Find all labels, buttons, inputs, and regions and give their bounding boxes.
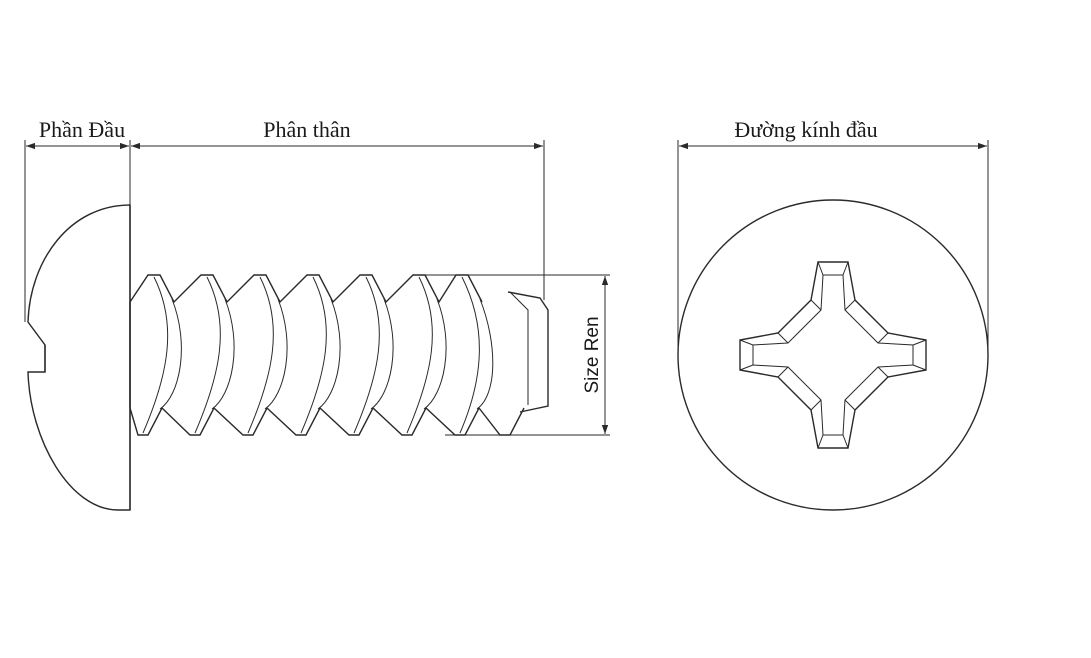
label-head-diameter: Đường kính đầu	[734, 117, 877, 142]
phillips-recess	[739, 261, 927, 449]
dimension-body-length: Phân thân	[131, 117, 545, 300]
dimension-head-length: Phần Đầu	[24, 117, 131, 322]
label-head: Phần Đầu	[39, 117, 125, 142]
screw-shank-side	[129, 274, 549, 436]
label-thread-size: Size Ren	[582, 316, 603, 393]
screw-head-top	[677, 199, 989, 511]
label-body: Phân thân	[263, 117, 350, 142]
screw-head-side	[27, 204, 131, 511]
dimension-head-diameter: Đường kính đầu	[677, 117, 989, 355]
dimension-thread-size: Size Ren	[425, 274, 610, 436]
